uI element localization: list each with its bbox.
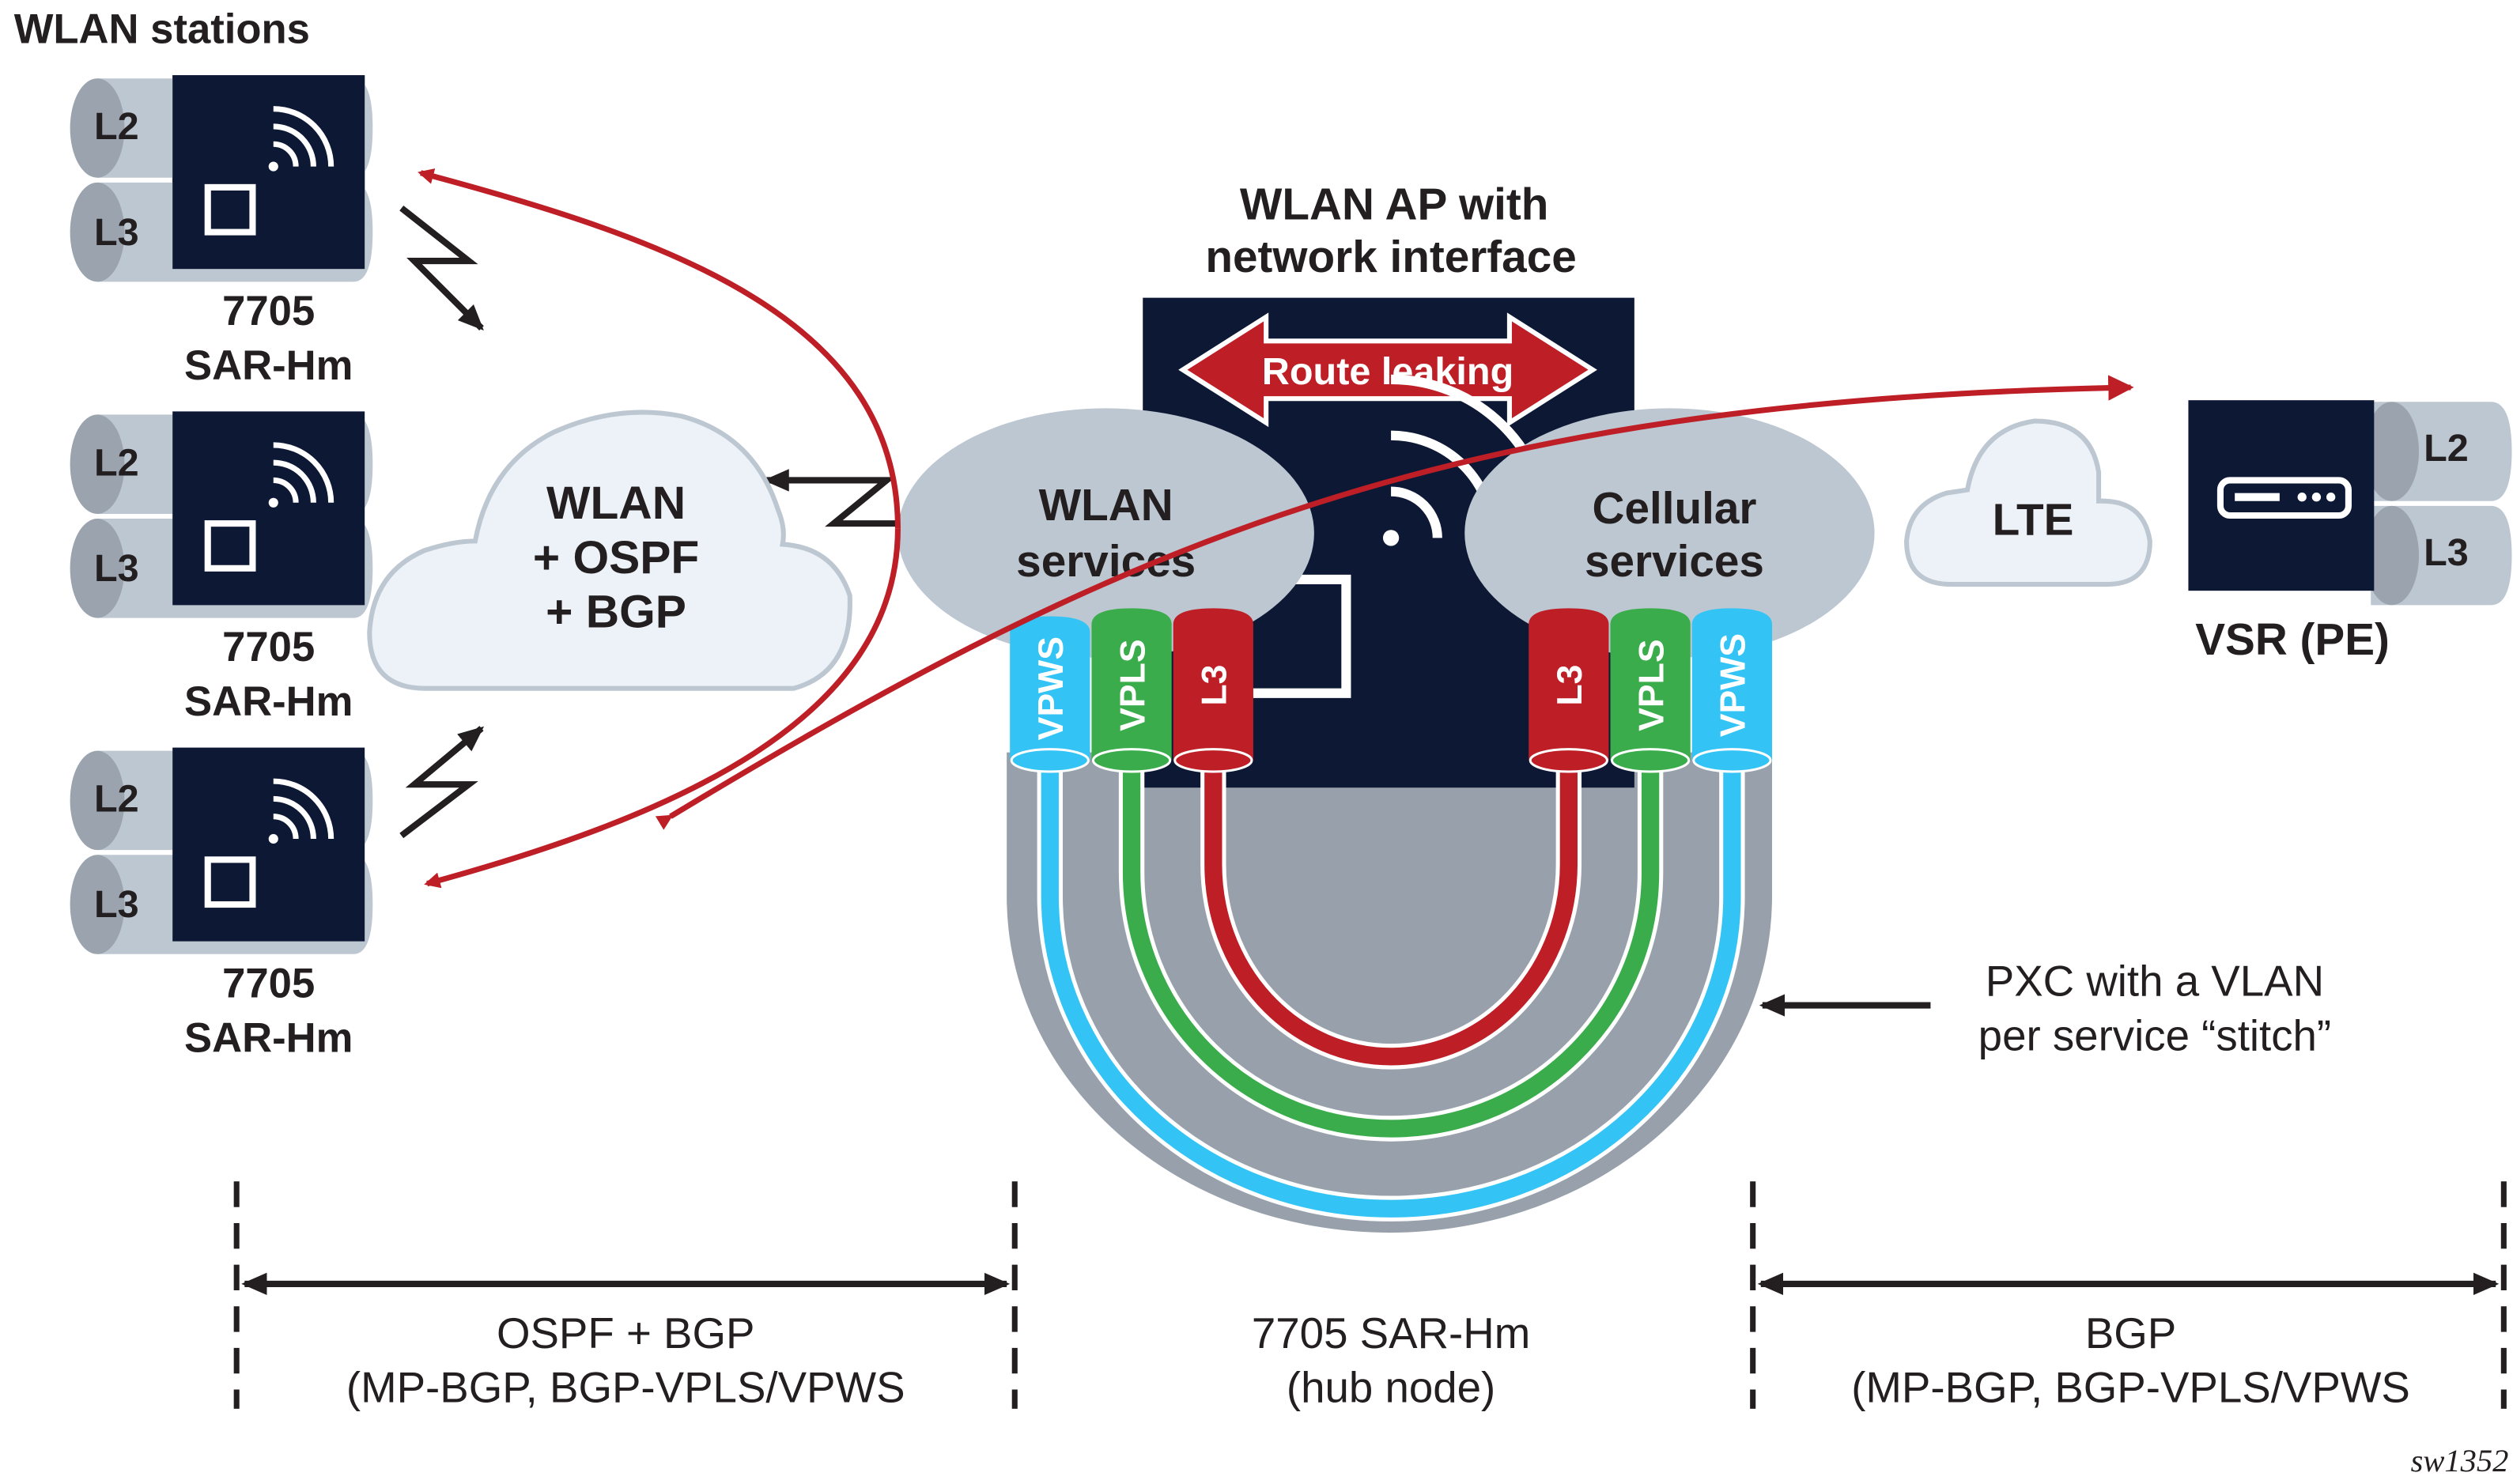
hub-title-line1: WLAN AP with	[1240, 179, 1548, 229]
svg-text:L2: L2	[94, 778, 139, 821]
lte-cloud: LTE	[1904, 418, 2152, 587]
svg-text:LTE: LTE	[1993, 495, 2074, 545]
svg-text:L3: L3	[94, 211, 139, 254]
svg-text:L3: L3	[1196, 665, 1234, 706]
svg-text:services: services	[1585, 537, 1764, 587]
svg-text:Cellular: Cellular	[1593, 484, 1757, 534]
wireless-link-bolt-icon	[399, 726, 485, 839]
svg-text:VPLS: VPLS	[1632, 639, 1671, 731]
station-7705-sar-hm: L2 L3 7705 SAR-Hm	[70, 411, 373, 725]
wlan-ospf-bgp-cloud: WLAN + OSPF + BGP	[367, 410, 852, 691]
svg-text:L3: L3	[94, 547, 139, 590]
station-chassis	[172, 747, 365, 942]
svg-text:SAR-Hm: SAR-Hm	[184, 678, 353, 725]
svg-text:L2: L2	[94, 105, 139, 148]
svg-text:7705: 7705	[222, 624, 315, 670]
svg-text:L2: L2	[2424, 427, 2469, 470]
svg-text:WLAN: WLAN	[546, 478, 686, 529]
device-square-icon	[204, 183, 256, 236]
pxc-note-line2: per service “stitch”	[1978, 1011, 2331, 1059]
hub-title-line2: network interface	[1205, 232, 1576, 282]
wifi-icon	[268, 106, 334, 172]
stitch-vpws	[1037, 765, 1745, 1222]
figure-id: sw1352	[2411, 1443, 2509, 1478]
svg-text:L3: L3	[1551, 665, 1589, 706]
stitch-l3	[1200, 765, 1582, 1070]
svg-text:L2: L2	[94, 441, 139, 484]
station-7705-sar-hm: L2 L3 7705 SAR-Hm	[70, 75, 373, 389]
device-square-icon	[204, 856, 256, 908]
tube-l3-right: L3	[1529, 608, 1609, 773]
wifi-icon	[268, 442, 334, 508]
svg-text:VSR (PE): VSR (PE)	[2195, 615, 2390, 665]
svg-text:L3: L3	[2424, 531, 2469, 574]
tube-vpls-right: VPLS	[1610, 608, 1691, 773]
tube-vpls-left: VPLS	[1091, 608, 1172, 773]
port-cylinder-l2: L2	[2364, 402, 2512, 501]
route-path-arrow	[655, 375, 2134, 830]
span-label-left-line2: (MP-BGP, BGP-VPLS/VPWS	[346, 1364, 905, 1412]
dashed-divider	[233, 1181, 2507, 1409]
port-cylinder-l3: L3	[2364, 505, 2512, 606]
vsr-pe-router: L2 L3 VSR (PE)	[2188, 400, 2512, 665]
svg-text:7705: 7705	[222, 288, 315, 334]
svg-text:Route leaking: Route leaking	[1262, 350, 1514, 393]
span-label-right-line2: (MP-BGP, BGP-VPLS/VPWS	[1851, 1364, 2410, 1412]
svg-text:7705: 7705	[222, 960, 315, 1006]
tube-vpws-left: VPWS	[1010, 616, 1090, 773]
station-7705-sar-hm: L2 L3 7705 SAR-Hm	[70, 747, 373, 1061]
server-icon	[2216, 477, 2352, 519]
svg-text:SAR-Hm: SAR-Hm	[184, 342, 353, 389]
tube-vpws-right: VPWS	[1691, 608, 1772, 773]
device-square-icon	[204, 520, 256, 572]
span-label-center-line2: (hub node)	[1287, 1364, 1495, 1412]
span-label-left-line1: OSPF + BGP	[497, 1309, 755, 1358]
wireless-link-bolt-icon	[763, 469, 898, 527]
svg-text:services: services	[1016, 537, 1196, 587]
tube-l3-left: L3	[1173, 608, 1253, 773]
svg-text:L3: L3	[94, 883, 139, 926]
svg-text:VPWS: VPWS	[1714, 633, 1753, 737]
pxc-note-line1: PXC with a VLAN	[1986, 957, 2324, 1005]
span-label-center-line1: 7705 SAR-Hm	[1252, 1309, 1530, 1358]
wifi-icon	[268, 778, 334, 844]
stitch-vpls	[1118, 765, 1664, 1142]
wireless-link-bolt-icon	[399, 206, 484, 330]
svg-text:+ OSPF: + OSPF	[533, 532, 699, 583]
svg-text:WLAN: WLAN	[1039, 481, 1173, 531]
svg-text:VPLS: VPLS	[1113, 639, 1152, 731]
span-label-right-line1: BGP	[2085, 1309, 2176, 1358]
svg-text:SAR-Hm: SAR-Hm	[184, 1014, 353, 1061]
wlan-stations-title: WLAN stations	[14, 6, 310, 53]
svg-text:+ BGP: + BGP	[546, 587, 686, 638]
svg-text:VPWS: VPWS	[1032, 636, 1071, 740]
station-chassis	[172, 411, 365, 606]
